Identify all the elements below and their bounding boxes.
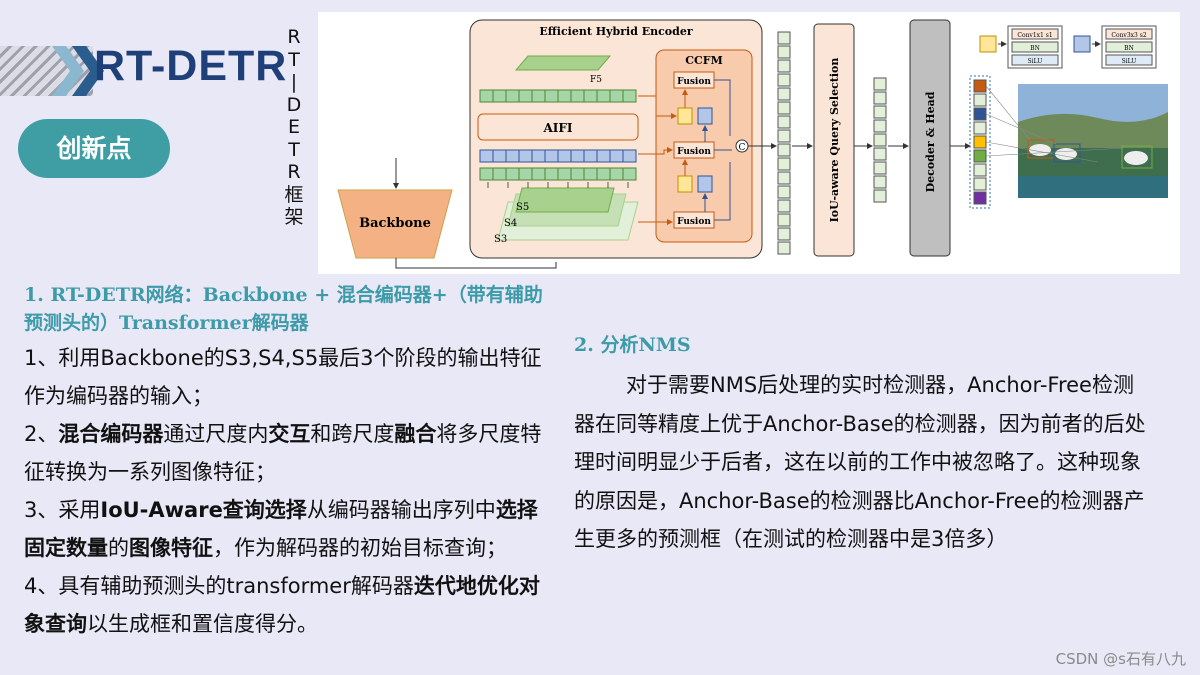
caption-char: T	[288, 48, 300, 71]
point-4: 4、具有辅助预测头的transformer解码器迭代地优化对象查询以生成框和置信…	[24, 574, 540, 636]
architecture-diagram: Backbone Efficient Hybrid Encoder S3 S4 …	[318, 12, 1180, 274]
caption-char: R	[287, 26, 301, 48]
concat-icon: C	[739, 143, 746, 153]
watermark: CSDN @s石有八九	[1055, 650, 1186, 668]
query-tokens	[873, 77, 887, 203]
f5-label: F5	[590, 75, 602, 85]
caption-char: T	[288, 138, 300, 161]
query-selection-label: IoU-aware Query Selection	[828, 58, 841, 223]
decoder-label: Decoder & Head	[924, 91, 937, 192]
section1-heading: 1. RT-DETR网络：Backbone + 混合编码器+（带有辅助预测头的）…	[24, 284, 543, 334]
fusion-label-3: Fusion	[677, 217, 711, 227]
caption-char: D	[286, 93, 302, 116]
silu-label-1: SiLU	[1028, 58, 1043, 65]
caption-char: |	[290, 71, 298, 93]
bn-label-1: BN	[1030, 45, 1040, 52]
silu-label-2: SiLU	[1122, 58, 1137, 65]
ccfm-label: CCFM	[685, 54, 723, 67]
s4-label: S4	[504, 218, 517, 229]
encoder-title: Efficient Hybrid Encoder	[539, 25, 692, 38]
vertical-caption: R T | D E T R 框 架	[283, 26, 305, 229]
output-predictions	[973, 79, 987, 205]
caption-char: R	[287, 161, 301, 183]
conv3-label: Conv3x3 s2	[1111, 32, 1146, 39]
token-row-green-bottom	[479, 167, 637, 181]
fusion-label-1: Fusion	[677, 77, 711, 87]
page-title: RT-DETR	[94, 42, 288, 90]
caption-char: 架	[284, 206, 304, 228]
caption-char: E	[287, 116, 300, 138]
point-1: 1、利用Backbone的S3,S4,S5最后3个阶段的输出特征作为编码器的输入…	[24, 346, 542, 408]
section2-heading: 2. 分析NMS	[574, 334, 691, 356]
conv1-label: Conv1x1 s1	[1017, 32, 1052, 39]
encoder-output-tokens	[777, 31, 791, 255]
point-3: 3、采用IoU-Aware查询选择从编码器输出序列中选择固定数量的图像特征，作为…	[24, 498, 538, 560]
aifi-label: AIFI	[542, 121, 572, 135]
section1-body: 1、利用Backbone的S3,S4,S5最后3个阶段的输出特征作为编码器的输入…	[24, 339, 544, 643]
section2-body: 对于需要NMS后处理的实时检测器，Anchor-Free检测器在同等精度上优于A…	[574, 373, 1146, 551]
token-row-green-top	[479, 89, 637, 103]
caption-char: 框	[284, 183, 304, 206]
s3-label: S3	[494, 234, 507, 245]
point-2: 2、混合编码器通过尺度内交互和跨尺度融合将多尺度特征转换为一系列图像特征；	[24, 422, 542, 484]
token-row-blue	[479, 149, 637, 163]
output-image-detections	[1018, 84, 1168, 198]
bn-label-2: BN	[1124, 45, 1134, 52]
s5-label: S5	[516, 202, 529, 213]
innovation-badge: 创新点	[18, 119, 170, 178]
double-chevron-icon	[52, 46, 104, 96]
fusion-label-2: Fusion	[677, 147, 711, 157]
backbone-label: Backbone	[359, 216, 431, 231]
